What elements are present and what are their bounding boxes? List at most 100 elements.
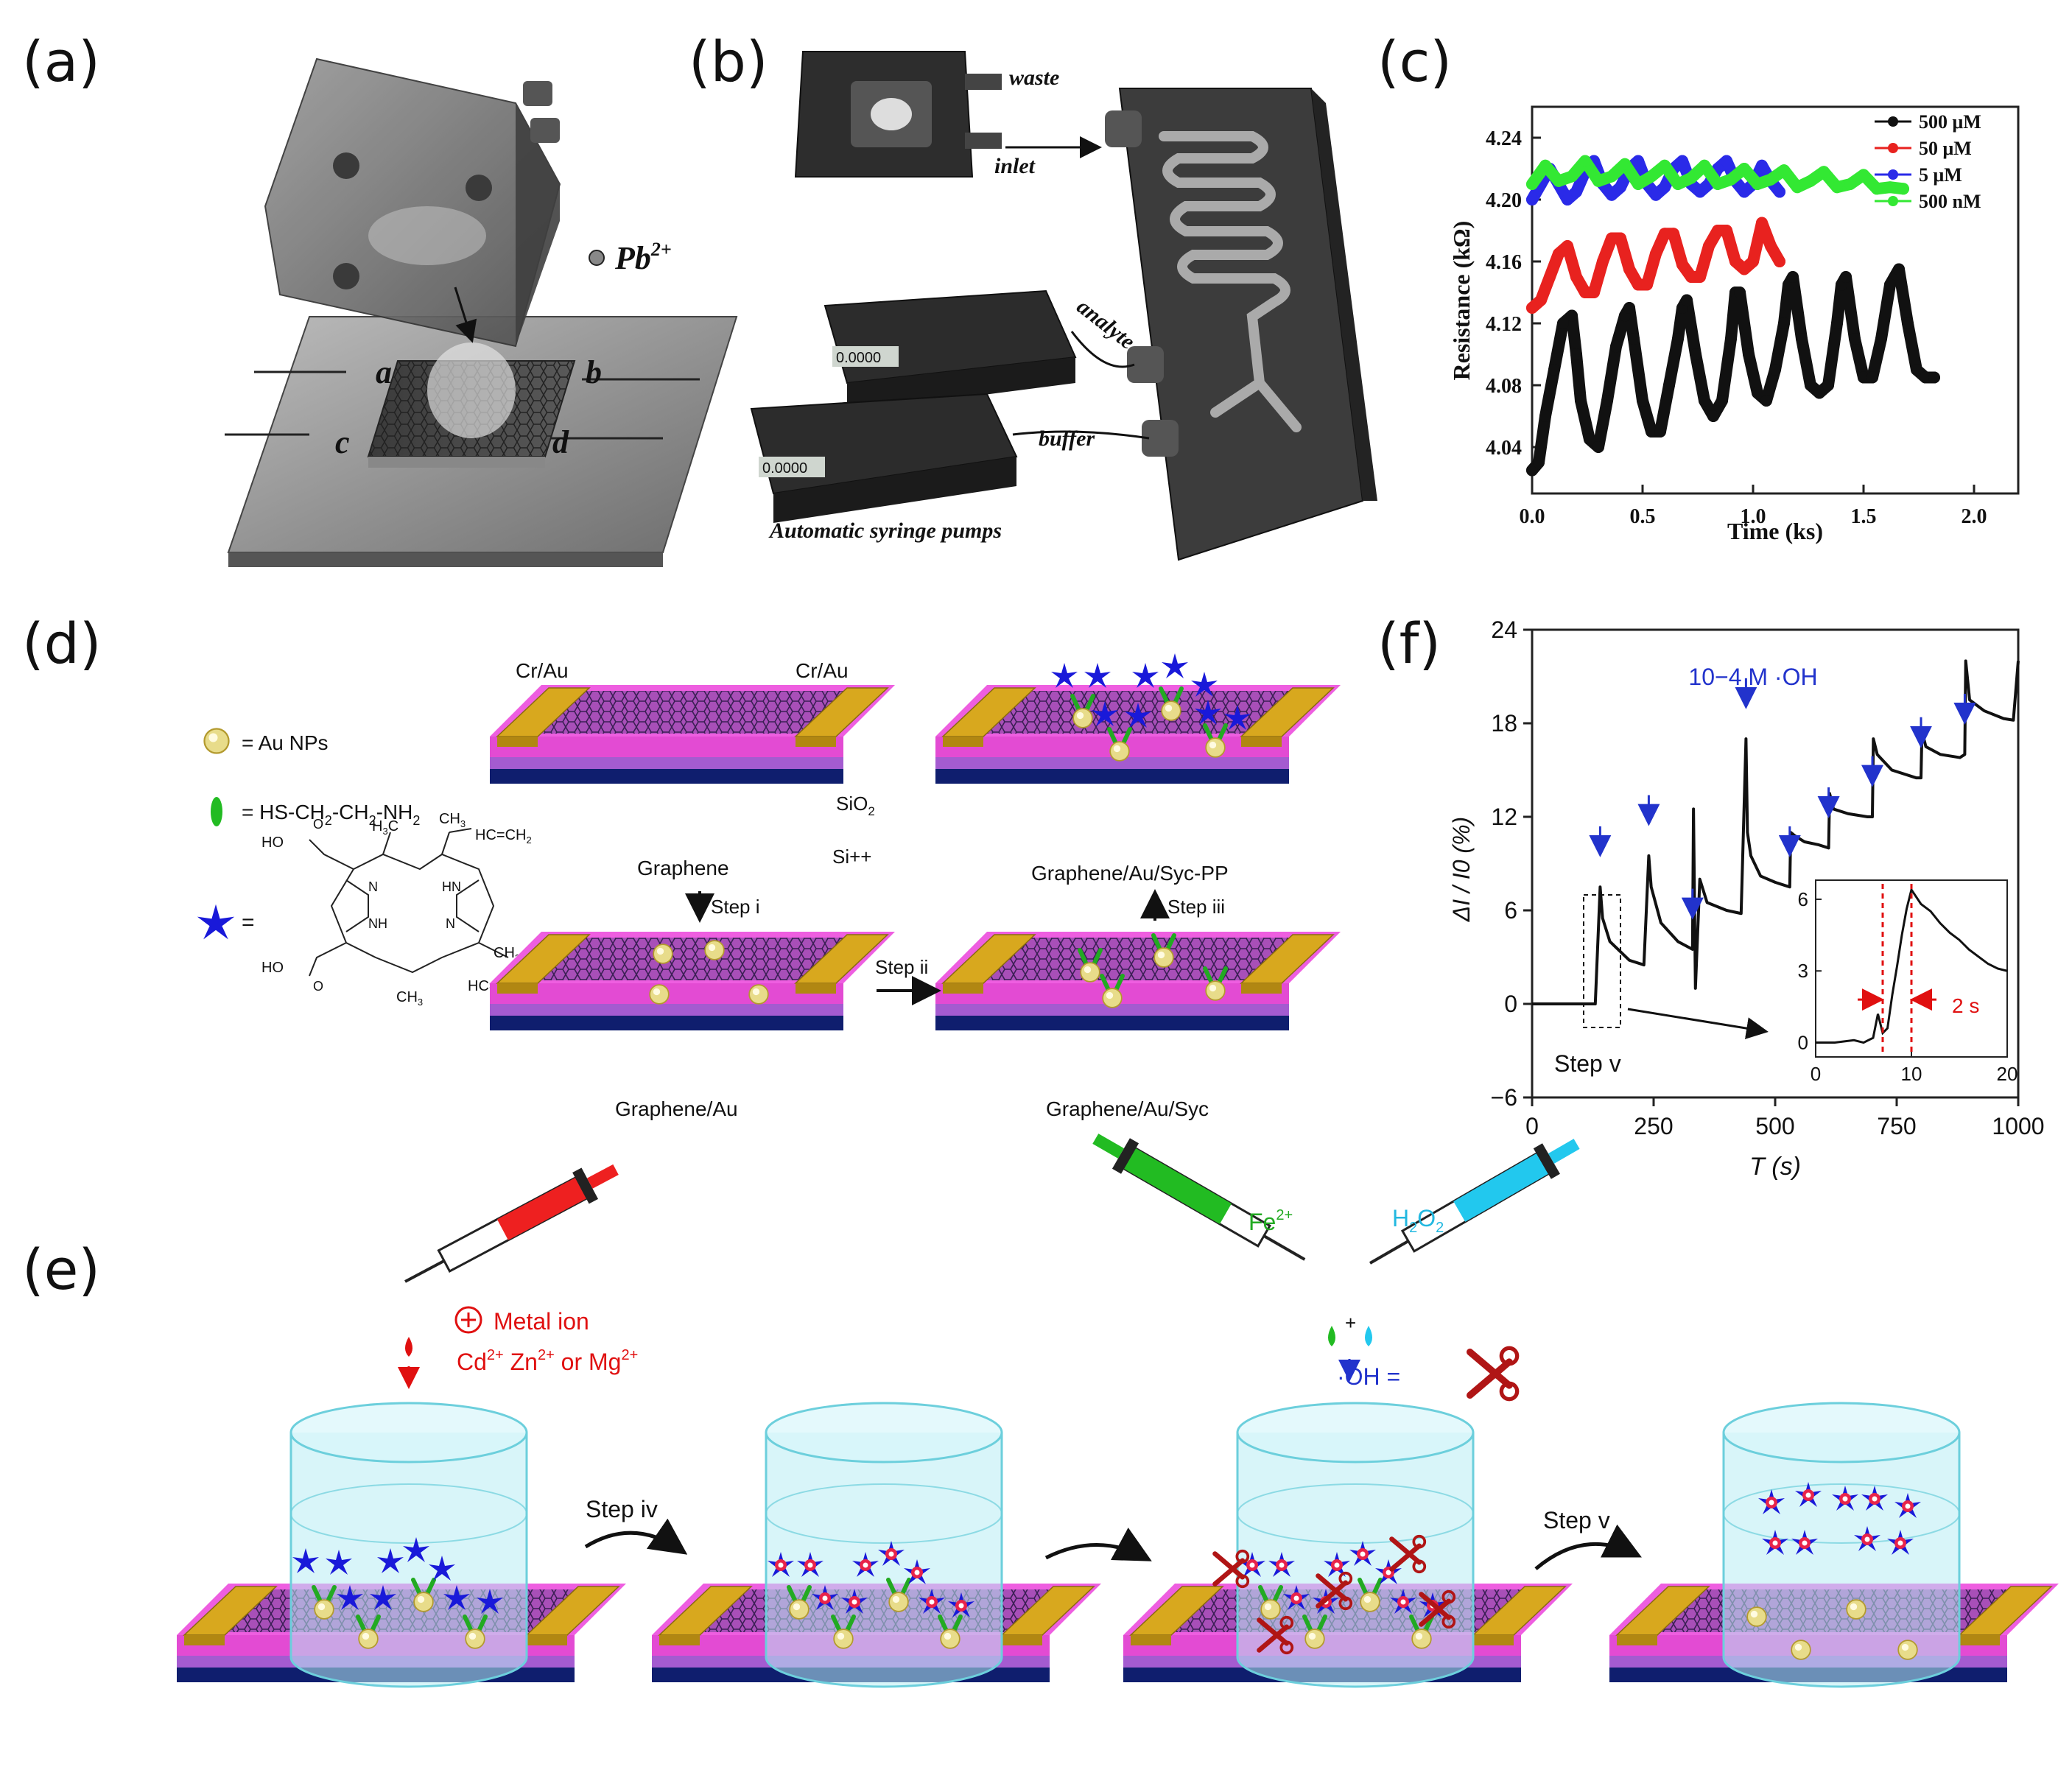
chart-c-legend-marker (1888, 196, 1898, 206)
chart-c-legend-marker (1888, 116, 1898, 127)
chart-f-ytick-label: 0 (1504, 991, 1517, 1017)
panel-label-b: (b) (689, 29, 768, 94)
panel-b-microfluidic-setup: waste inlet 0.0000 0.0000 analyte buffer… (750, 51, 1377, 561)
device-graphene-au-syc-pp (935, 653, 1341, 784)
chart-f-inset-series (1816, 887, 2008, 1044)
chart-c-point (1858, 371, 1869, 384)
chart-c-point (1553, 247, 1564, 260)
chart-c-point (1738, 263, 1750, 275)
chart-c-point (1615, 181, 1626, 194)
chart-c-point (1637, 395, 1648, 407)
chem-hc-ch2-top: HC=CH2 (475, 827, 532, 846)
chart-c-point (1743, 348, 1755, 360)
chart-f-step-v: Step v (1554, 1050, 1621, 1077)
chart-c-point (1606, 232, 1618, 245)
chart-c-point (1818, 166, 1830, 178)
chart-c-legend-label: 5 μM (1919, 164, 1962, 186)
device-graphene-au (490, 932, 895, 1030)
chart-c-point (1533, 457, 1545, 468)
porphyrin-structure (309, 828, 509, 977)
au-nanoparticle (888, 1592, 909, 1612)
chart-c-point (1694, 271, 1706, 283)
chart-c-point (1641, 278, 1653, 291)
chart-c-legend-label: 500 μM (1919, 111, 1981, 133)
inlet-label: inlet (994, 154, 1036, 178)
chem-ch3-bottom: CH3 (396, 989, 423, 1008)
pump1-display: 0.0000 (836, 350, 881, 366)
chart-c-point (1699, 159, 1710, 172)
chem-n-right: N (446, 916, 455, 931)
label-graphene: Graphene (637, 857, 729, 879)
legend-star-eq: = (242, 910, 255, 935)
chart-c-point (1721, 155, 1732, 167)
chart-c-point (1725, 333, 1737, 345)
au-nanoparticle (1846, 1599, 1866, 1620)
plus-circle-icon (454, 1306, 482, 1334)
au-nanoparticle (413, 1592, 434, 1612)
chart-c-point (1787, 271, 1799, 283)
chart-c-point (1752, 387, 1763, 399)
beaker (1236, 1433, 1475, 1688)
chart-c-point (1650, 189, 1662, 201)
porphyrin-molecule (1162, 653, 1188, 678)
chart-c-point (1796, 333, 1808, 345)
chem-o-bottom: O (313, 979, 323, 994)
chart-f-ylabel: ΔI / I0 (%) (1448, 817, 1475, 922)
chart-f-ytick-label: −6 (1491, 1084, 1517, 1111)
chart-c-point (1911, 364, 1922, 376)
chart-f-ytick-label: 24 (1491, 616, 1517, 643)
chart-c-point (1548, 364, 1560, 376)
chart-c-point (1875, 333, 1887, 345)
chart-f-annotation: 10−4 M ·OH (1688, 664, 1817, 690)
chart-c-point (1570, 348, 1582, 360)
chart-c-point (1570, 271, 1582, 283)
chart-c-point (1592, 175, 1604, 187)
panel-label-d: (d) (22, 611, 102, 676)
metal-ion-label: Metal ion (494, 1308, 589, 1335)
chart-c-point (1623, 302, 1635, 314)
chart-f-inset-ytick-label: 6 (1798, 888, 1808, 910)
chart-c-point (1734, 287, 1746, 298)
corner-a: a (376, 354, 392, 390)
chart-c-point (1805, 379, 1816, 391)
chart-c-point (1778, 164, 1790, 177)
au-nanoparticle (1304, 1628, 1325, 1649)
chart-c-point (1703, 240, 1715, 252)
corner-d: d (552, 424, 569, 460)
svg-text:+: + (1345, 1312, 1356, 1334)
chart-c-ytick-label: 4.08 (1486, 375, 1522, 398)
chart-c-ylabel: Resistance (kΩ) (1448, 221, 1475, 381)
pump2-display: 0.0000 (762, 460, 807, 477)
chart-c-point (1659, 181, 1671, 194)
panel-d-fabrication-scheme: = Au NPs = HS-CH2-CH2-NH2 = HO HO O O H3… (197, 653, 1341, 1120)
chart-c-point (1570, 186, 1582, 198)
chart-c-point (1920, 371, 1931, 384)
chart-f-xtick-label: 1000 (1992, 1113, 2044, 1139)
device-e-step1 (177, 1402, 626, 1688)
chart-c-point (1562, 240, 1573, 252)
chart-c-point (1756, 159, 1768, 172)
chart-c-point (1654, 426, 1666, 438)
chart-c-point (1646, 170, 1657, 183)
chart-c-point (1893, 263, 1905, 275)
scissors-icon (1470, 1348, 1517, 1399)
chem-hooc-bottom: HO (261, 960, 284, 976)
chart-c-point (1756, 217, 1768, 229)
chart-c-point (1566, 170, 1578, 183)
au-nanoparticle (358, 1628, 379, 1649)
chart-c-point (1668, 228, 1679, 240)
chart-c-point (1729, 256, 1741, 267)
chart-c-ytick-label: 4.04 (1486, 437, 1522, 460)
chart-c-point (1769, 364, 1781, 376)
au-nanoparticle (704, 940, 725, 960)
chem-hooc-top: HO (261, 834, 284, 851)
porphyrin-molecule (1132, 663, 1159, 688)
chart-f-inset-annotation: 2 s (1952, 994, 1979, 1017)
chart-c-point (1575, 395, 1587, 407)
panel-label-f: (f) (1377, 611, 1441, 676)
chart-c-point (1615, 232, 1626, 245)
device-e-step4 (1609, 1402, 2059, 1688)
au-nanoparticle (1109, 741, 1130, 762)
linker-legend-icon (211, 797, 222, 826)
fe-label: Fe2+ (1249, 1207, 1293, 1235)
